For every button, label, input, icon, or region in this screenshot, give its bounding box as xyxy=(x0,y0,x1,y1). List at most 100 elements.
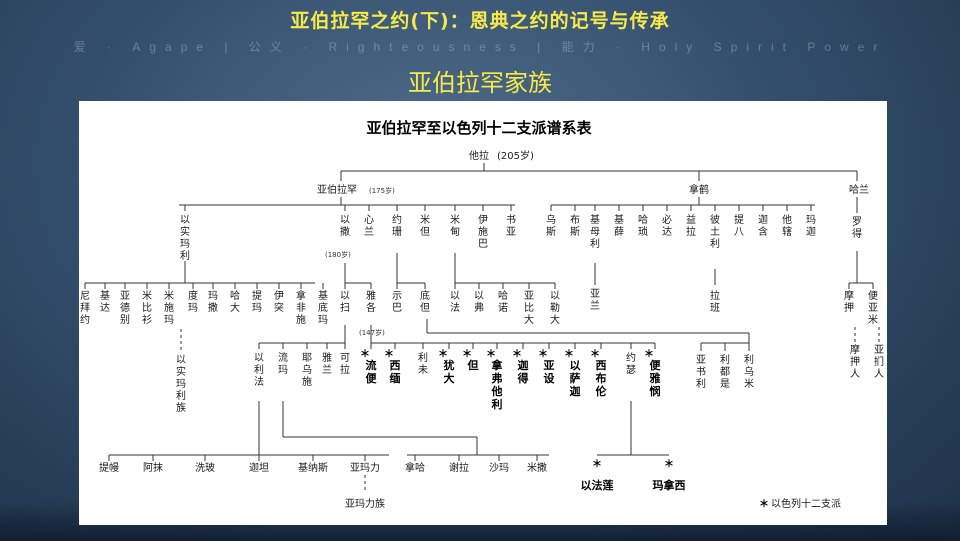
legend-text: 以色列十二支派 xyxy=(771,497,841,510)
eliphaz-son: 提幔 xyxy=(99,461,119,474)
tribe-star-mark: ＊ xyxy=(664,458,674,470)
midian-son: 亚比大 xyxy=(524,291,534,326)
abraham-son: 心兰 xyxy=(364,214,374,238)
nahor-son: 必达 xyxy=(662,213,672,238)
abraham-son: 书亚 xyxy=(506,214,516,238)
nahor-son: 基薛 xyxy=(614,213,624,238)
jacob-son-tribe: 西缅 xyxy=(390,359,401,385)
amalek-tribe: 亚玛力族 xyxy=(345,497,385,510)
tribe-star-mark: ＊ xyxy=(486,348,496,360)
abraham-son: 米甸 xyxy=(450,213,460,238)
jacob-son-tribe: 但 xyxy=(467,358,479,372)
jacob-son-tribe: 犹大 xyxy=(444,358,455,385)
ishmael-tribe: 以实玛利族 xyxy=(176,355,186,414)
nahor-son: 哈琐 xyxy=(638,213,648,238)
isaac-age: (180岁) xyxy=(325,250,351,259)
reuel-son: 米撒 xyxy=(527,461,547,474)
kemuel-son: 亚兰 xyxy=(590,289,600,312)
jacob-son-tribe: 以萨迦 xyxy=(570,359,581,398)
joseph-sons-group: ＊ 以法莲 ＊ 玛拿西 xyxy=(581,458,686,492)
ishmael-son: 玛撒 xyxy=(208,290,218,314)
midian-son: 以勒大 xyxy=(550,291,560,326)
genealogy-panel: 亚伯拉罕至以色列十二支派谱系表 他拉 (205岁) 亚伯拉罕 (175岁) 拿鹤… xyxy=(79,101,887,525)
ishmael-tribe-group: 以实玛利族 xyxy=(176,355,186,414)
bethuel-son-group: 拉班 xyxy=(710,289,720,314)
jacob-son-tribe: 西布伦 xyxy=(596,359,608,398)
tribe-star-mark: ＊ xyxy=(644,348,654,360)
midian-son: 以法 xyxy=(450,291,460,314)
reuel-sons-group: 拿哈 谢拉 沙玛 米撒 xyxy=(405,455,547,474)
ishmael-son: 基底玛 xyxy=(318,289,328,326)
lot-descendants-group: 摩押人 亚扪人 xyxy=(850,343,884,380)
eliphaz-son: 迦坦 xyxy=(249,461,269,474)
isaac-son: 雅各 xyxy=(366,289,376,314)
nahor-son: 玛迦 xyxy=(806,214,816,238)
ishmael-son: 提玛 xyxy=(252,290,262,314)
tribe-star-mark: ＊ xyxy=(564,348,574,360)
dedan-son: 利都是 xyxy=(720,354,730,390)
eliphaz-sons-group: 提幔阿抹洗玻迦坦基纳斯亚玛力 xyxy=(99,455,380,474)
jacob-son-tribe: 亚设 xyxy=(544,359,556,385)
nahor-name: 拿鹤 xyxy=(689,183,709,196)
jokshan-son: 示巴 xyxy=(392,291,402,314)
esau-son: 以利法 xyxy=(254,353,264,388)
dedan-son: 利乌米 xyxy=(744,354,754,390)
joseph-son-tribe: 玛拿西 xyxy=(653,478,686,492)
eliphaz-son: 基纳斯 xyxy=(298,461,328,474)
lot-descendant: 亚扪人 xyxy=(874,345,884,380)
jacob-son: 利未 xyxy=(418,352,428,376)
eliphaz-son: 亚玛力 xyxy=(350,461,380,474)
esau-son: 耶乌施 xyxy=(302,352,312,388)
nahor-son: 益拉 xyxy=(686,213,696,238)
abraham-son: 米但 xyxy=(420,213,430,238)
joseph-son-tribe: 以法莲 xyxy=(581,478,614,492)
amalek-tribe-group: 亚玛力族 xyxy=(345,497,385,510)
legend-star: ＊ xyxy=(759,498,769,510)
slide-title: 亚伯拉罕之约(下)：恩典之约的记号与传承 xyxy=(290,10,670,32)
reuel-son: 沙玛 xyxy=(489,462,509,474)
jacob-son: 约瑟 xyxy=(626,351,636,376)
midian-son: 哈诺 xyxy=(498,289,508,314)
root-age: (205岁) xyxy=(497,149,534,162)
haran-son-group: 罗得 xyxy=(852,216,862,240)
lot-descendant: 摩押人 xyxy=(850,343,860,380)
tribe-star-mark: ＊ xyxy=(360,348,370,360)
jokshan-son: 底但 xyxy=(420,289,430,314)
chart-title: 亚伯拉罕至以色列十二支派谱系表 xyxy=(366,119,592,137)
tribe-star-mark: ＊ xyxy=(462,348,472,360)
nahor-son: 基母利 xyxy=(590,213,600,250)
ishmael-son: 哈大 xyxy=(230,289,240,314)
root-name: 他拉 xyxy=(469,149,489,162)
genealogy-chart: 亚伯拉罕至以色列十二支派谱系表 他拉 (205岁) 亚伯拉罕 (175岁) 拿鹤… xyxy=(80,119,884,510)
jacob-son-tribe: 拿弗他利 xyxy=(491,358,504,411)
reuel-son: 拿哈 xyxy=(405,461,425,474)
nahor-son: 提八 xyxy=(734,214,744,238)
bethuel-son: 拉班 xyxy=(710,289,720,314)
tribe-star-mark: ＊ xyxy=(438,348,448,360)
tribe-star-mark: ＊ xyxy=(592,458,602,470)
haran-son: 罗得 xyxy=(852,216,862,240)
nahor-son: 布斯 xyxy=(570,214,580,238)
jacob-son-tribe: 流便 xyxy=(366,358,378,385)
ishmael-son: 米比衫 xyxy=(142,289,152,326)
ishmael-son: 尼拜约 xyxy=(80,290,90,326)
tribe-star-mark: ＊ xyxy=(384,348,394,360)
ishmael-son: 米施玛 xyxy=(164,289,174,326)
banner-motto: 爱 · Agape | 公义 · Righteousness | 能力 · Ho… xyxy=(73,40,887,54)
abraham-son: 以实玛利 xyxy=(180,215,190,262)
esau-son: 流玛 xyxy=(278,351,288,376)
isaac-son: 以扫 xyxy=(340,291,350,314)
esau-son: 雅兰 xyxy=(322,351,332,376)
abraham-age: (175岁) xyxy=(369,186,395,195)
abraham-son: 以撒 xyxy=(340,215,350,238)
abraham-son: 伊施巴 xyxy=(478,214,488,250)
eliphaz-son: 阿抹 xyxy=(143,461,163,474)
jacob-son-tribe: 迦得 xyxy=(517,358,529,385)
reuel-son: 谢拉 xyxy=(449,461,469,474)
jacob-son-tribe: 便雅悯 xyxy=(650,358,662,398)
